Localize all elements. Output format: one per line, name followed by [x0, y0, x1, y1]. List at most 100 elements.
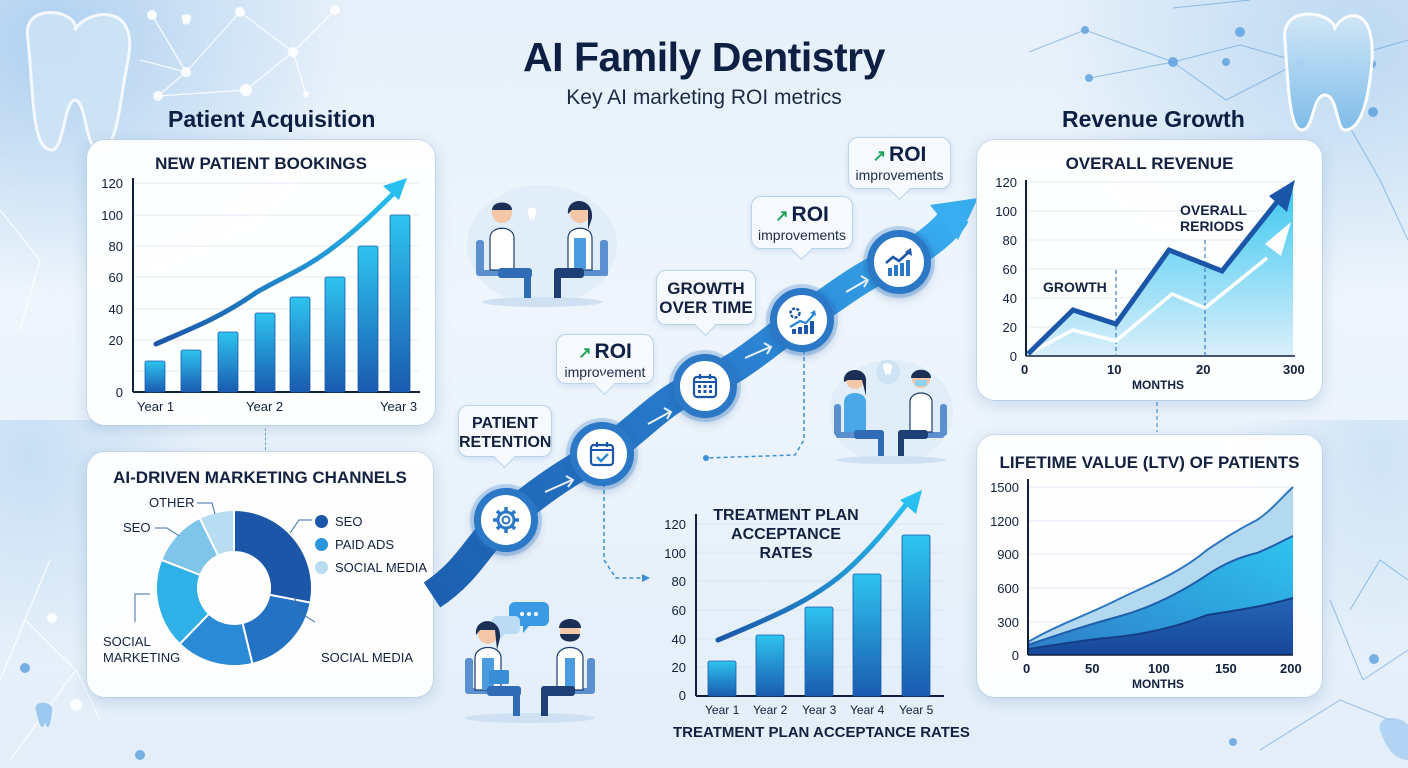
pie-callout-other: OTHER — [149, 495, 195, 510]
y-tick: 0 — [678, 688, 686, 703]
x-tick: Year 5 — [899, 703, 934, 717]
x-tick: 300 — [1283, 362, 1305, 377]
y-tick: 0 — [1009, 349, 1017, 364]
y-tick: 60 — [671, 603, 686, 618]
legend-label: SOCIAL MEDIA — [335, 560, 427, 575]
chart-title: LIFETIME VALUE (LTV) OF PATIENTS — [999, 453, 1300, 472]
y-tick: 900 — [997, 547, 1019, 562]
legend-swatch — [315, 561, 328, 574]
y-tick: 120 — [664, 517, 686, 532]
x-tick: 0 — [1021, 362, 1029, 377]
marketing-channels-donut-chart — [134, 502, 316, 667]
x-tick: Year 2 — [246, 399, 284, 414]
y-tick: 80 — [1002, 233, 1017, 248]
gear-chart-icon — [789, 307, 816, 334]
bubble-roi-improvements-1: ↗ROI improvements — [751, 196, 853, 249]
bubble-text: OVER TIME — [659, 298, 753, 317]
x-tick: 20 — [1196, 362, 1211, 377]
bubble-roi-improvements-2: ↗ROI improvements — [848, 137, 951, 189]
new-patient-bookings-chart — [132, 178, 420, 393]
y-tick: 60 — [108, 270, 123, 285]
bar-chart-up-icon — [885, 248, 912, 276]
x-tick: Year 1 — [137, 399, 175, 414]
chart-title: OVERALL REVENUE — [1065, 154, 1234, 173]
calendar-check-icon — [589, 442, 615, 467]
legend-swatch — [315, 515, 328, 528]
journey-node-calendar — [673, 354, 737, 418]
trend-up-icon: ↗ — [872, 148, 887, 165]
y-tick: 600 — [997, 581, 1019, 596]
doctors-chatting-illustration — [465, 602, 595, 723]
y-tick: 0 — [115, 385, 123, 400]
y-tick: 1200 — [990, 514, 1019, 529]
y-tick: 100 — [995, 204, 1017, 219]
annotation-growth: GROWTH — [1043, 279, 1107, 295]
bubble-text: improvements — [758, 227, 846, 243]
chart-title-treatment-plan: TREATMENT PLAN ACCEPTANCE RATES — [713, 507, 859, 562]
journey-node-bar-chart-up — [867, 230, 931, 294]
bubble-roi-improvement: ↗ROI improvement — [556, 334, 654, 384]
x-axis-label-treatment-plan: TREATMENT PLAN ACCEPTANCE RATES — [673, 724, 970, 741]
y-tick: 40 — [1002, 291, 1017, 306]
journey-node-calendar-check — [570, 422, 634, 486]
x-tick: 150 — [1215, 661, 1237, 676]
page-subtitle: Key AI marketing ROI metrics — [566, 86, 842, 109]
bubble-heading: ROI — [791, 203, 829, 226]
y-tick: 20 — [1002, 320, 1017, 335]
bubble-patient-retention: PATIENT RETENTION — [458, 405, 552, 457]
y-tick: 80 — [108, 239, 123, 254]
bubble-text: RETENTION — [459, 434, 552, 451]
gear-icon — [493, 507, 519, 533]
y-tick: 40 — [671, 632, 686, 647]
dashed-connector — [265, 428, 266, 450]
legend-label: SEO — [335, 514, 363, 529]
y-tick: 60 — [1002, 262, 1017, 277]
x-axis-label: MONTHS — [1132, 378, 1184, 392]
y-tick: 120 — [101, 176, 123, 191]
page-title: AI Family Dentistry — [523, 34, 885, 80]
overall-revenue-card: OVERALL REVENUE GROWTH OVERALL RERIODS 1… — [977, 140, 1322, 400]
pie-callout-social-marketing: SOCIAL MARKETING — [103, 634, 181, 665]
x-tick: Year 3 — [802, 703, 837, 717]
x-tick: 10 — [1107, 362, 1122, 377]
y-tick: 40 — [108, 302, 123, 317]
y-tick: 20 — [108, 333, 123, 348]
y-tick: 100 — [664, 546, 686, 561]
journey-node-gear — [474, 488, 538, 552]
legend-item-seo: SEO — [315, 514, 362, 529]
x-tick: 50 — [1085, 661, 1100, 676]
x-tick: 200 — [1280, 661, 1302, 676]
lifetime-value-chart — [1027, 479, 1294, 656]
section-title-patient-acquisition: Patient Acquisition — [168, 106, 376, 132]
trend-up-icon: ↗ — [578, 345, 592, 362]
calendar-icon — [692, 374, 718, 399]
legend-item-paid-ads: PAID ADS — [315, 537, 394, 552]
marketing-channels-card: AI-DRIVEN MARKETING CHANNELS OTHER SEO S… — [87, 452, 433, 697]
x-tick: Year 3 — [380, 399, 418, 414]
doctor-patient-consultation-illustration — [467, 185, 617, 307]
y-tick: 0 — [1011, 648, 1019, 663]
pie-callout-seo: SEO — [123, 520, 151, 535]
y-tick: 80 — [671, 574, 686, 589]
patient-dentist-illustration — [829, 360, 953, 464]
annotation-overall-periods: OVERALL RERIODS — [1180, 202, 1247, 234]
x-tick: Year 2 — [753, 703, 788, 717]
x-tick: 0 — [1023, 661, 1031, 676]
overall-revenue-chart — [1025, 180, 1295, 357]
legend-label: PAID ADS — [335, 537, 395, 552]
x-tick: Year 1 — [705, 703, 740, 717]
bubble-heading: ROI — [594, 340, 632, 363]
pie-callout-social-media: SOCIAL MEDIA — [321, 650, 413, 665]
chart-title: AI-DRIVEN MARKETING CHANNELS — [113, 468, 407, 487]
y-tick: 20 — [671, 660, 686, 675]
trend-up-icon: ↗ — [775, 208, 789, 225]
x-tick: 100 — [1148, 661, 1170, 676]
treatment-plan-acceptance-chart — [695, 490, 944, 697]
bubble-heading: ROI — [889, 143, 927, 166]
y-tick: 1500 — [990, 480, 1019, 495]
bubble-text: improvements — [855, 167, 944, 183]
y-tick: 100 — [101, 208, 123, 223]
lifetime-value-card: LIFETIME VALUE (LTV) OF PATIENTS 1500 12… — [977, 435, 1322, 697]
bubble-text: improvement — [564, 364, 646, 380]
x-tick: Year 4 — [850, 703, 885, 717]
